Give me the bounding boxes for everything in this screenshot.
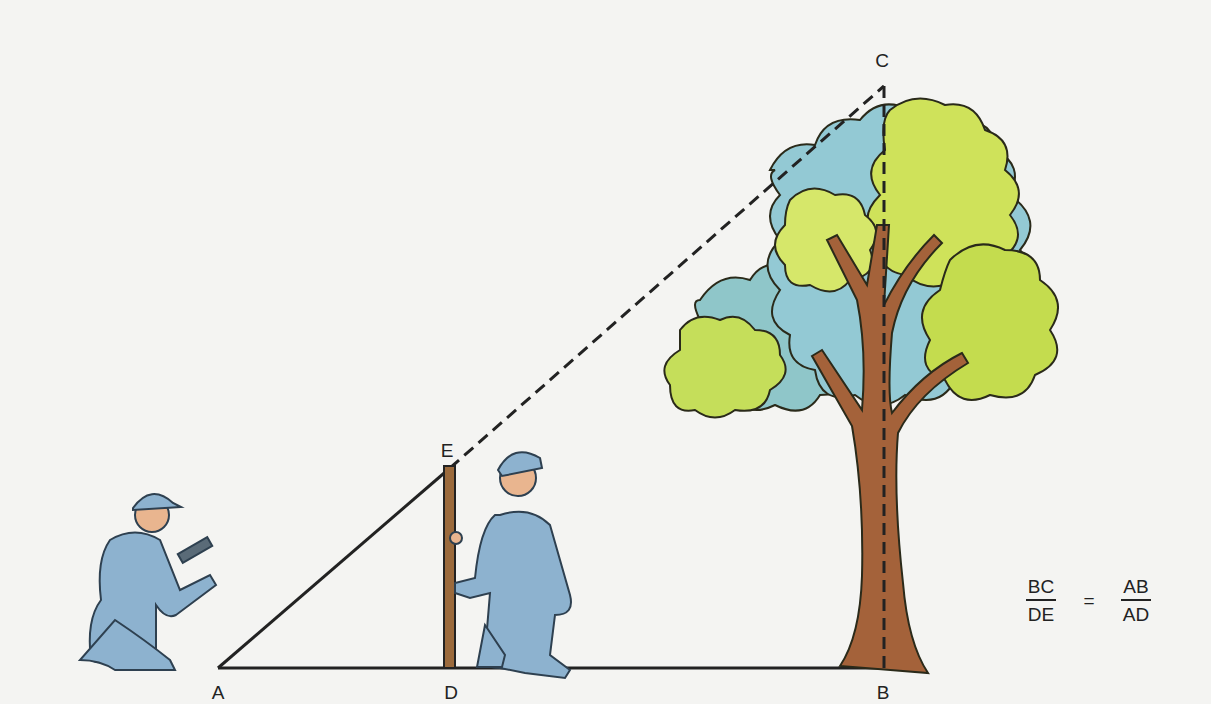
fraction-bar: [1121, 599, 1151, 601]
point-label: D: [444, 683, 458, 702]
kneeling-man-writing: [80, 494, 216, 670]
point-label: A: [212, 683, 225, 702]
formula-sign: =: [1083, 591, 1094, 610]
sight-line-extension: [450, 86, 884, 468]
formula-term: AD: [1123, 605, 1149, 624]
kneeling-man-holding-pole: [450, 452, 571, 678]
sight-line: [218, 468, 450, 668]
formula-term: AB: [1123, 577, 1148, 596]
formula-term: BC: [1028, 577, 1054, 596]
point-label: B: [877, 683, 890, 702]
point-label: E: [441, 441, 454, 460]
formula-term: DE: [1028, 605, 1054, 624]
measuring-pole: [444, 466, 455, 668]
point-label: C: [875, 51, 889, 70]
tree: [664, 99, 1058, 673]
fraction-bar: [1026, 599, 1056, 601]
tree-height-line: [883, 86, 886, 668]
